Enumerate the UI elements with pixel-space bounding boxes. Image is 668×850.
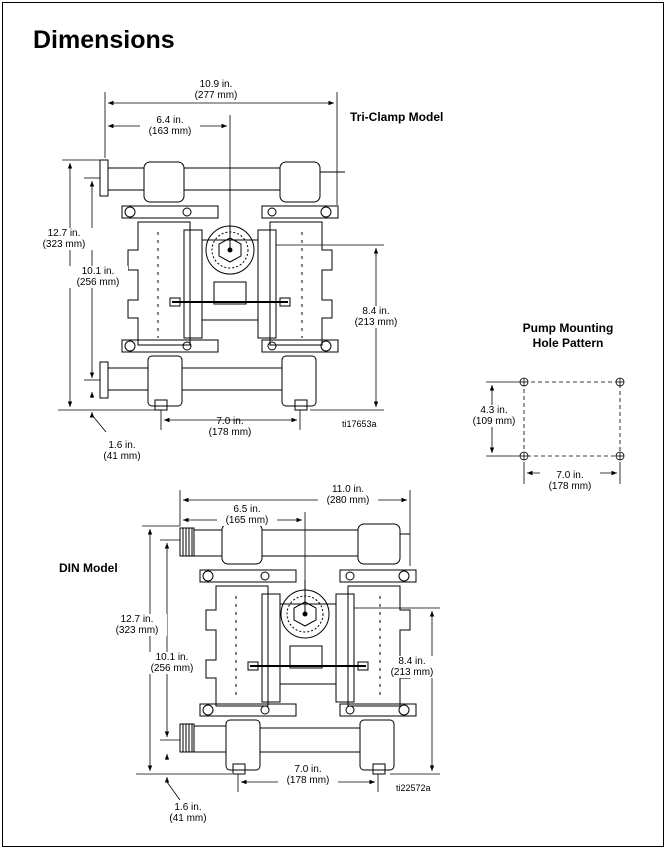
tri-clamp-overall-height-label: 12.7 in.(323 mm) [34,228,94,250]
din-overall-height-label: 12.7 in.(323 mm) [107,614,167,636]
mounting-hole-pattern-drawing [486,377,625,484]
tri-clamp-port-height-label: 10.1 in.(256 mm) [68,266,128,288]
din-base-width-label: 7.0 in.(178 mm) [278,764,338,786]
tri-clamp-overall-width-label: 10.9 in.(277 mm) [186,79,246,101]
din-inlet-height-label: 1.6 in.(41 mm) [169,802,207,824]
tri-clamp-inlet-height-label: 1.6 in.(41 mm) [103,440,141,462]
din-pump-drawing [179,523,417,775]
tri-clamp-center-width-label: 6.4 in.(163 mm) [140,115,200,137]
tri-clamp-figure-id: ti17653a [342,419,377,429]
tri-clamp-base-width-label: 7.0 in.(178 mm) [208,416,252,438]
page-title: Dimensions [33,26,175,54]
din-figure-id: ti22572a [396,783,431,793]
mounting-height-label: 4.3 in.(109 mm) [466,405,522,427]
mounting-hole [519,377,625,461]
din-center-width-label: 6.5 in.(165 mm) [217,504,277,526]
mounting-width-label: 7.0 in.(178 mm) [540,470,600,492]
din-center-height-label: 8.4 in.(213 mm) [382,656,442,678]
din-model-label: DIN Model [59,561,118,575]
tri-clamp-model-label: Tri-Clamp Model [350,110,444,124]
tri-clamp-center-height-label: 8.4 in.(213 mm) [346,306,406,328]
din-overall-width-label: 11.0 in.(280 mm) [318,484,378,506]
tri-clamp-pump-drawing [99,159,345,411]
din-port-height-label: 10.1 in.(256 mm) [142,652,202,674]
tri-clamp-dimension-lines [58,92,384,433]
